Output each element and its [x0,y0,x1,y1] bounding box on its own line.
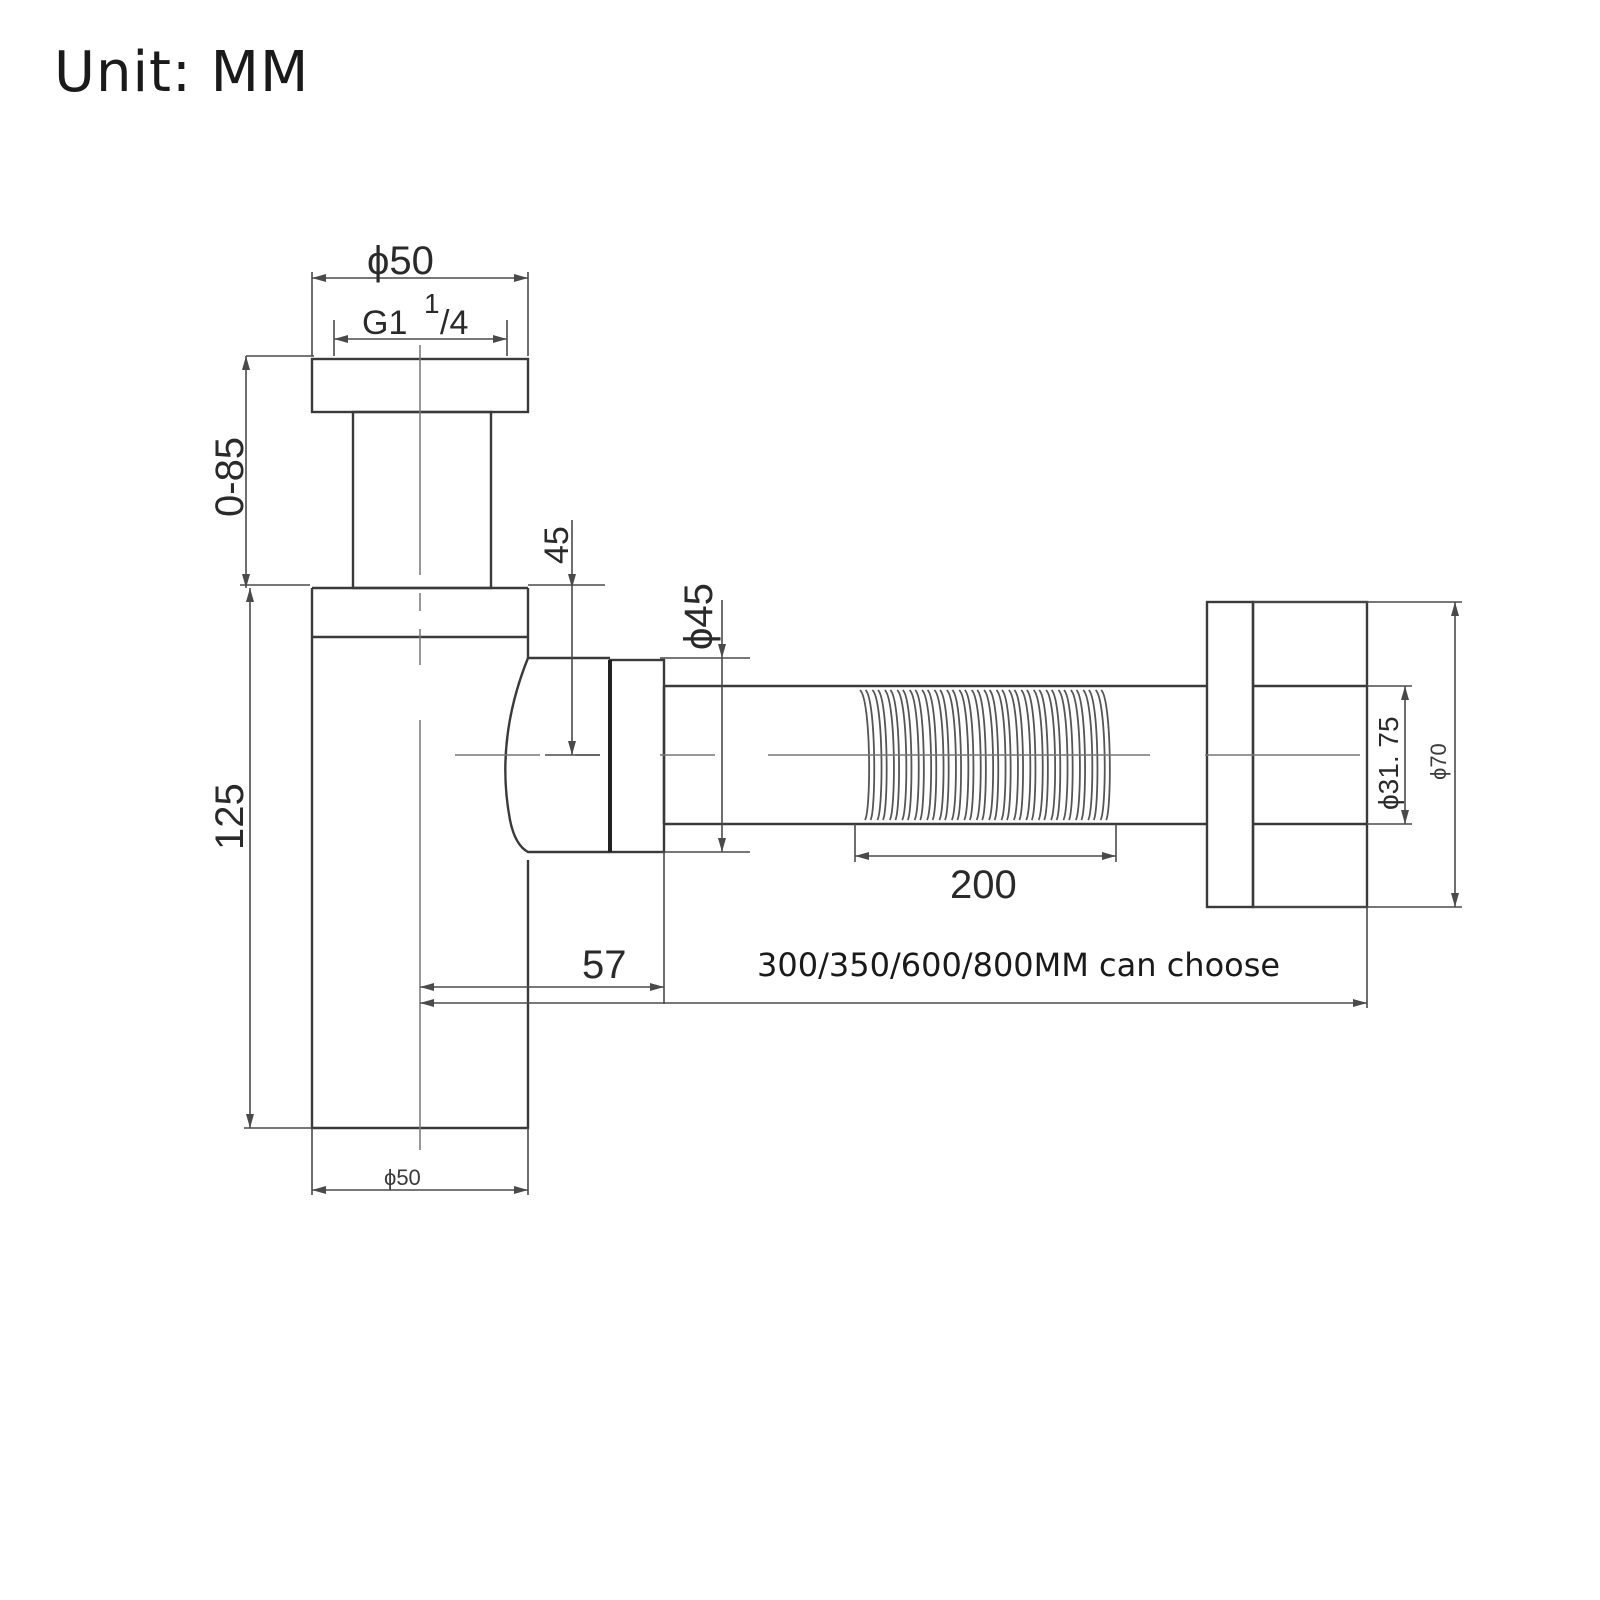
thread-label: G1 [362,304,407,342]
drain-stem [351,410,493,590]
thread-fraction-top: 1 [424,288,440,319]
bottom-diameter-label: ϕ50 [384,1165,421,1190]
outlet-elbow [504,656,610,854]
height-adjust-label: 0-85 [208,437,252,517]
page-title: Unit: MM [54,40,310,105]
pipe-diameter-label: ϕ31. 75 [1373,716,1404,810]
horizontal-offset-label: 57 [582,943,627,987]
outlet-offset-label: 45 [538,526,576,564]
trap-body [310,357,1369,1130]
outlet-diameter-label: ϕ45 [677,583,721,650]
dimension-labels: ϕ50 G1 1 /4 0-85 125 ϕ50 45 ϕ45 200 57 ϕ… [208,239,1451,1190]
body-height-label: 125 [208,783,252,850]
wall-flange-diameter-label: ϕ70 [1426,743,1451,780]
top-diameter-label: ϕ50 [367,239,434,283]
dimension-lines [240,272,1462,1195]
center-lines [419,345,1360,1150]
length-options-note: 300/350/600/800MM can choose [757,946,1280,984]
thread-fraction-bottom: /4 [440,304,468,342]
flex-length-label: 200 [950,863,1017,907]
outlet-nut [608,658,666,854]
